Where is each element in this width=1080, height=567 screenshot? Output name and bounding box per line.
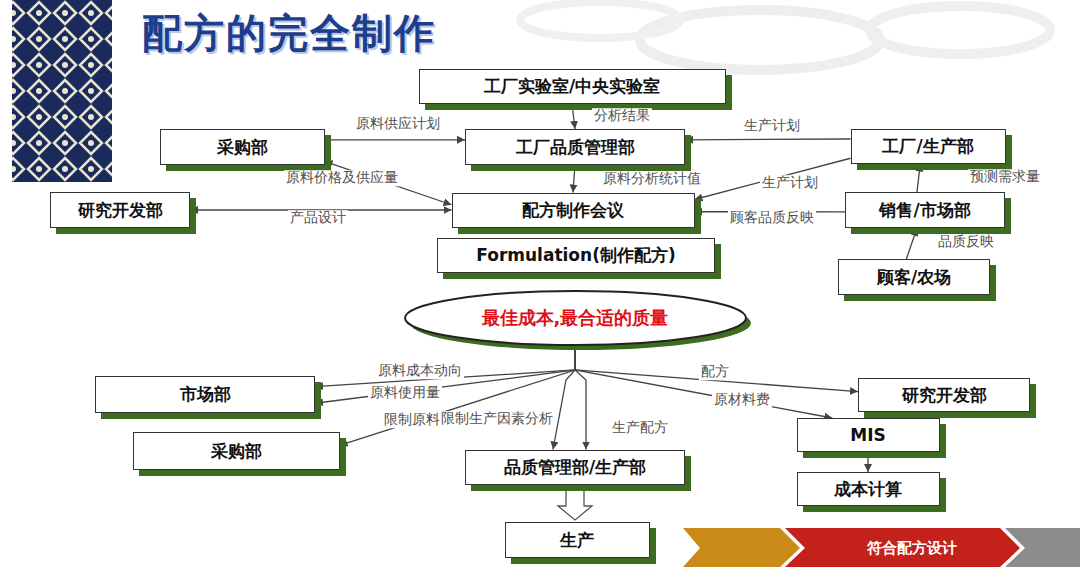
node-text: 生产 (560, 529, 594, 552)
edge-label: 顾客品质反映 (728, 210, 816, 226)
edge-label: 原料使用量 (368, 385, 442, 401)
process-box: 生产 (505, 522, 650, 558)
connector (572, 104, 575, 130)
connector (553, 347, 575, 450)
node-text: 顾客/农场 (877, 266, 951, 289)
node-text: 销售/市场部 (879, 199, 970, 222)
left-ornament (12, 0, 112, 182)
connector (573, 165, 575, 193)
connector (315, 347, 575, 387)
connector (575, 347, 586, 450)
edge-label: 品质反映 (936, 234, 996, 250)
connector (695, 158, 851, 199)
node-text: 最佳成本,最合适的质量 (482, 306, 669, 330)
connector (575, 347, 858, 392)
node-text: 配方制作会议 (522, 199, 624, 222)
process-box: 销售/市场部 (845, 192, 1005, 228)
block-arrow (558, 487, 592, 521)
node-text: 工厂/生产部 (882, 135, 973, 158)
process-box: MIS (797, 418, 940, 452)
banner-chevron (683, 528, 800, 567)
connector (340, 347, 576, 445)
title: 配方的完全制作 (142, 6, 436, 61)
process-box: 市场部 (95, 376, 315, 413)
edge-label: 配方 (699, 364, 731, 380)
process-box: 工厂实验室/中央实验室 (419, 69, 726, 104)
node-text: 品质管理部/生产部 (504, 456, 646, 479)
background-swirls (520, 2, 1050, 70)
swirl (520, 2, 680, 38)
banner-chevron (1005, 528, 1080, 567)
process-box: 工厂品质管理部 (465, 129, 685, 165)
edge-label: 原材料费 (712, 392, 772, 408)
edge-label: 原料成本动向 (376, 363, 464, 379)
connector (325, 139, 466, 140)
edge-label: 预测需求量 (968, 169, 1042, 185)
process-box: 采购部 (160, 129, 325, 165)
process-box: Formulation(制作配方) (437, 238, 715, 273)
process-box: 研究开发部 (858, 378, 1030, 412)
edge-label: 原料供应计划 (354, 116, 442, 132)
goal-ellipse: 最佳成本,最合适的质量 (403, 289, 748, 347)
edge-label: 原料分析统计值 (601, 171, 703, 187)
process-box: 配方制作会议 (452, 193, 695, 228)
node-text: MIS (850, 425, 886, 445)
ellipse-outline (405, 291, 746, 345)
node-text: 市场部 (180, 383, 231, 406)
connector (575, 347, 832, 418)
banner-chevron (785, 528, 1020, 567)
node-text: 工厂实验室/中央实验室 (484, 75, 660, 98)
edge-label: 原料价格及供应量 (284, 170, 400, 186)
process-box: 研究开发部 (50, 192, 190, 228)
node-text: 研究开发部 (902, 384, 987, 407)
edge-label: 生产配方 (610, 420, 670, 436)
edge-label: 生产计划 (760, 175, 820, 191)
banner-text: 符合配方设计 (867, 539, 957, 558)
edge-label: 产品设计 (288, 210, 348, 226)
connector (685, 138, 851, 140)
node-text: 成本计算 (834, 478, 902, 501)
process-box: 采购部 (133, 432, 340, 470)
edge-label: 生产计划 (742, 118, 802, 134)
node-text: 采购部 (211, 440, 262, 463)
process-box: 成本计算 (797, 472, 940, 506)
edge-label: 分析结果 (592, 108, 652, 124)
process-box: 品质管理部/生产部 (465, 450, 685, 485)
connector (906, 228, 917, 259)
connector (867, 452, 868, 472)
process-box: 顾客/农场 (838, 259, 990, 295)
node-text: Formulation(制作配方) (476, 244, 675, 267)
connector (315, 347, 575, 403)
edge-label: 限制生产因素分析 (439, 411, 555, 427)
connector (917, 164, 920, 193)
node-text: 采购部 (217, 136, 268, 159)
node-text: 工厂品质管理部 (516, 136, 635, 159)
process-box: 工厂/生产部 (851, 129, 1006, 164)
bottom-banner (683, 528, 1080, 567)
swirl (870, 6, 1050, 54)
node-text: 研究开发部 (78, 199, 163, 222)
